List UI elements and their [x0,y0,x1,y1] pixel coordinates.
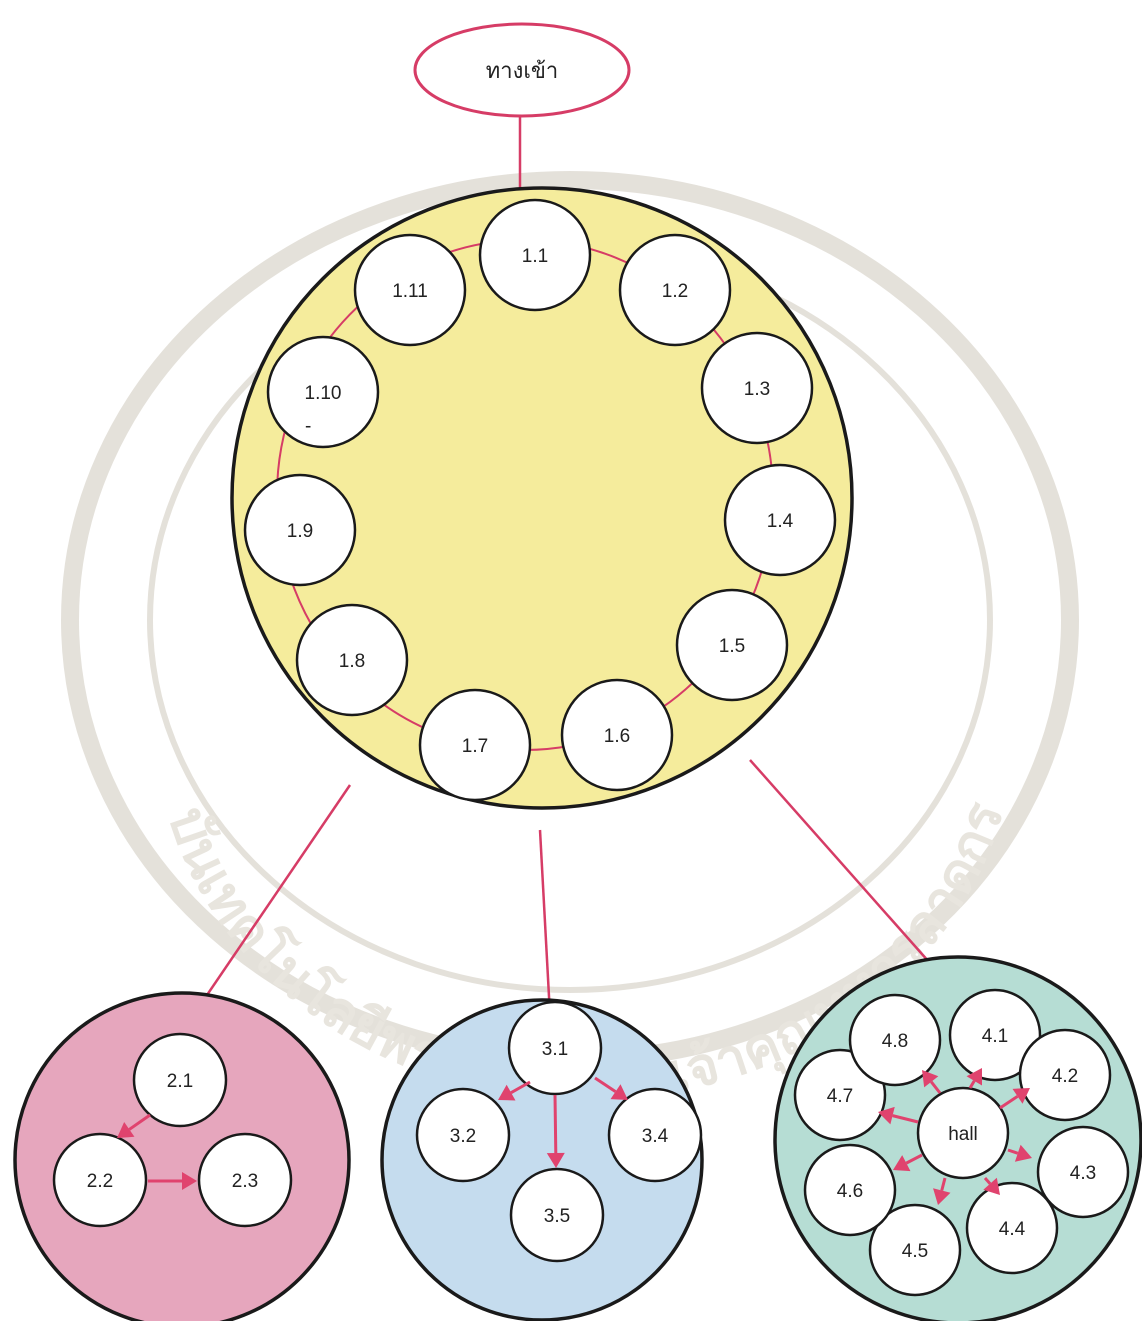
entrance-label: ทางเข้า [486,58,559,83]
room-2-3: 2.3 [199,1134,291,1226]
room-1-8-label: 1.8 [339,651,365,672]
room-hall-label: hall [948,1124,978,1145]
room-1-8: 1.8 [297,605,407,715]
room-1-2-label: 1.2 [662,281,688,302]
room-4-2: 4.2 [1020,1030,1110,1120]
room-1-6-label: 1.6 [604,726,630,747]
room-3-1-label: 3.1 [542,1039,568,1060]
room-2-1-label: 2.1 [167,1071,193,1092]
room-2-2: 2.2 [54,1134,146,1226]
room-1-5: 1.5 [677,590,787,700]
room-4-3-label: 4.3 [1070,1163,1096,1184]
room-4-5-label: 4.5 [902,1241,928,1262]
zone-4: hall 4.1 4.2 4.3 4.4 4.5 4.6 4.7 4.8 [775,957,1141,1321]
room-1-1: 1.1 [480,200,590,310]
room-1-9: 1.9 [245,475,355,585]
room-1-3-label: 1.3 [744,379,770,400]
room-4-4-label: 4.4 [999,1219,1026,1240]
room-4-1-label: 4.1 [982,1026,1008,1047]
room-1-11: 1.11 [355,235,465,345]
entrance-node: ทางเข้า [415,24,629,116]
room-2-2-label: 2.2 [87,1171,113,1192]
zone-1: 1.1 1.2 1.3 1.4 1.5 1.6 1.7 1.8 1.9 1.10 1.11 - [232,188,852,808]
room-1-4: 1.4 [725,465,835,575]
room-3-1: 3.1 [509,1002,601,1094]
room-4-6-label: 4.6 [837,1181,863,1202]
room-4-4: 4.4 [967,1183,1057,1273]
room-2-1: 2.1 [134,1034,226,1126]
zone-3: 3.1 3.2 3.4 3.5 [382,1000,702,1320]
room-3-2-label: 3.2 [450,1126,476,1147]
room-1-1-label: 1.1 [522,246,548,267]
room-4-7-label: 4.7 [827,1086,853,1107]
room-1-10-note: - [305,416,311,437]
room-3-5-label: 3.5 [544,1206,570,1227]
room-1-2: 1.2 [620,235,730,345]
room-1-4-label: 1.4 [767,511,794,532]
room-1-7-label: 1.7 [462,736,488,757]
room-3-4-label: 3.4 [642,1126,669,1147]
room-3-5: 3.5 [511,1169,603,1261]
room-3-2: 3.2 [417,1089,509,1181]
room-4-8: 4.8 [850,995,940,1085]
room-1-5-label: 1.5 [719,636,745,657]
room-1-10-label: 1.10 [305,383,342,404]
room-4-2-label: 4.2 [1052,1066,1078,1087]
room-2-3-label: 2.3 [232,1171,258,1192]
room-4-6: 4.6 [805,1145,895,1235]
room-3-4: 3.4 [609,1089,701,1181]
room-hall: hall [918,1088,1008,1178]
connector-zone1-zone4 [750,760,945,980]
room-1-6: 1.6 [562,680,672,790]
room-4-3: 4.3 [1038,1127,1128,1217]
room-1-11-label: 1.11 [392,281,428,302]
room-1-7: 1.7 [420,690,530,800]
room-1-9-label: 1.9 [287,521,313,542]
room-4-8-label: 4.8 [882,1031,908,1052]
zone-2: 2.1 2.2 2.3 [15,993,349,1321]
room-1-10: 1.10 [268,337,378,447]
room-1-3: 1.3 [702,333,812,443]
